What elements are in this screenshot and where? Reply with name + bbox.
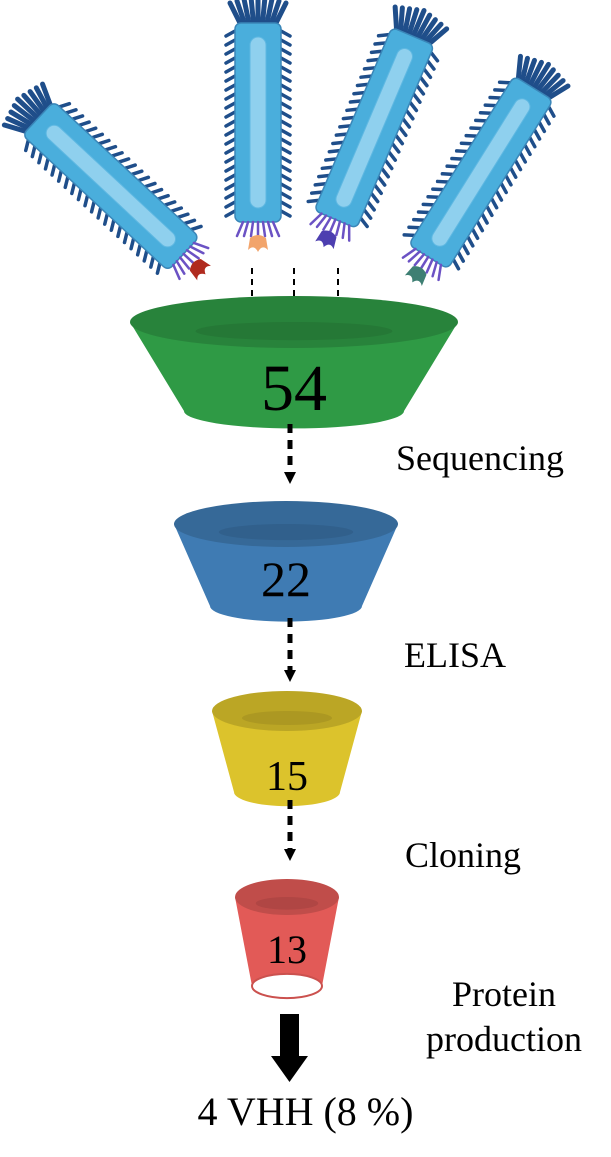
step-label-cloning: Cloning [405, 835, 522, 875]
funnel-inner [242, 711, 332, 725]
funnel-count: 22 [261, 551, 311, 607]
result-text: 4 VHH (8 %) [197, 1089, 414, 1134]
step-label-line2: production [426, 1019, 582, 1059]
funnel-body [130, 322, 458, 429]
funnel-body [235, 897, 339, 999]
phage-icon [224, 0, 292, 252]
phage-icon [306, 4, 450, 250]
funnel-count: 54 [261, 352, 327, 425]
phage-icon [401, 53, 571, 286]
step-label-line1: Protein [452, 974, 556, 1014]
funnel-rim [130, 296, 458, 348]
funnel-body [174, 524, 398, 622]
funnel-inner [255, 897, 319, 910]
funnel-bottom-opening [251, 972, 323, 1000]
funnel-body [212, 711, 362, 807]
funnel-inner [195, 322, 393, 341]
funnels: 54 22 15 13 [130, 296, 458, 1000]
funnel-4: 13 [235, 879, 339, 1000]
step-label-elisa: ELISA [404, 635, 506, 675]
result-arrow [271, 1014, 308, 1082]
funnel-count: 15 [266, 754, 308, 800]
phage-group [1, 0, 571, 286]
step-label-protein-production: Protein production [414, 972, 594, 1062]
funnel-count: 13 [267, 927, 307, 972]
phage-icon [1, 81, 211, 281]
funnel-3: 15 [212, 691, 362, 807]
step-label-sequencing: Sequencing [396, 438, 564, 478]
funnel-1: 54 [130, 296, 458, 429]
funnel-2: 22 [174, 501, 398, 622]
funnel-inner [218, 524, 354, 541]
